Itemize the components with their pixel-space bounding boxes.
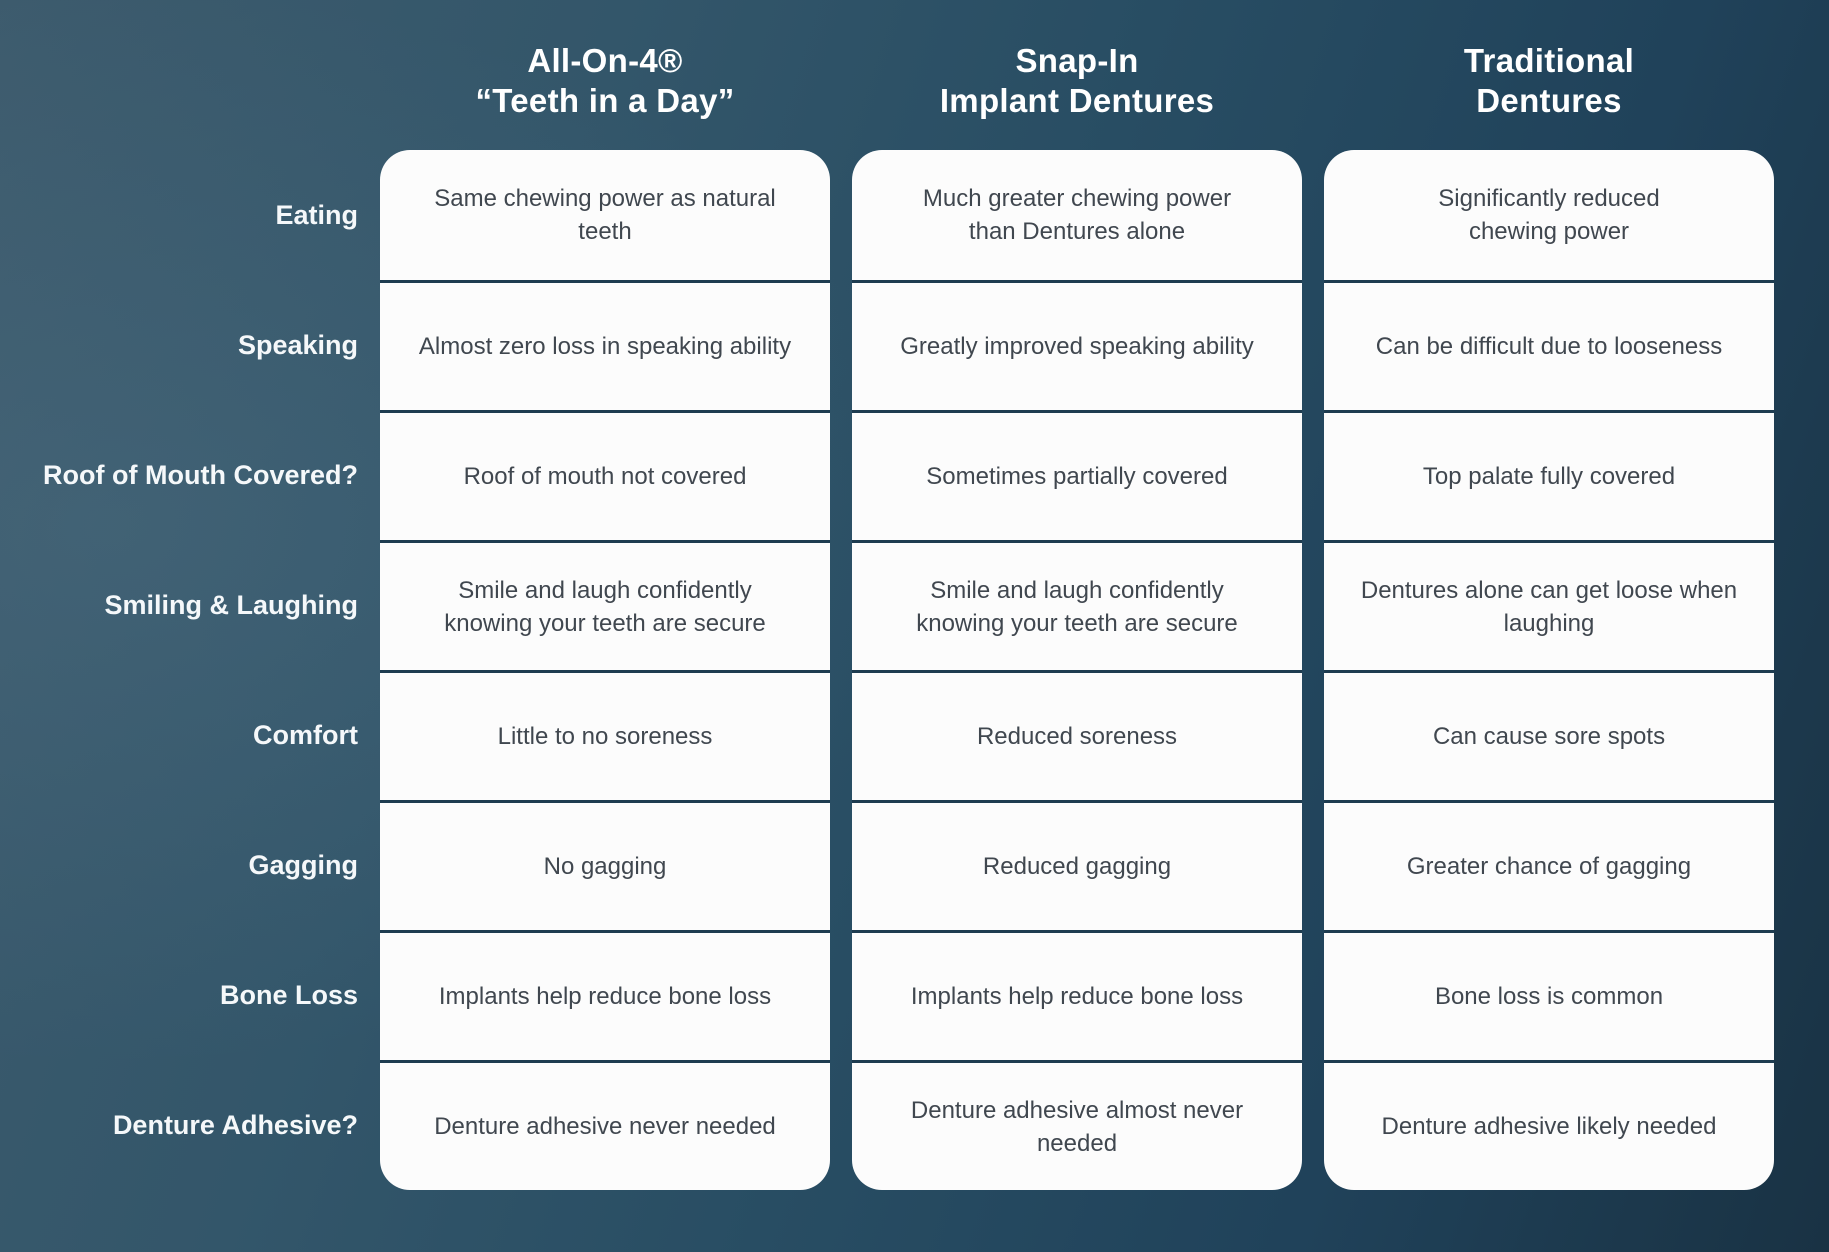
table-cell: Same chewing power as natural teeth [380, 150, 830, 280]
table-cell: Denture adhesive almost never needed [852, 1060, 1302, 1190]
table-cell: Smile and laugh confidently knowing your… [380, 540, 830, 670]
row-label-speaking: Speaking [237, 330, 358, 360]
cell-text: Same chewing power as natural teeth [434, 185, 776, 245]
table-cell: Greater chance of gagging [1324, 800, 1774, 930]
column-title-line1: Snap-In [1015, 42, 1139, 79]
table-cell: No gagging [380, 800, 830, 930]
table-cell: Can cause sore spots [1324, 670, 1774, 800]
column-title-line2: “Teeth in a Day” [475, 82, 735, 119]
table-cell: Can be difficult due to looseness [1324, 280, 1774, 410]
row-label-gagging: Gagging [248, 850, 359, 880]
cell-text: Reduced gagging [982, 853, 1172, 880]
cell-text: Dentures alone can get loose when laughi… [1360, 576, 1738, 637]
cell-text: Smile and laugh confidently knowing your… [916, 576, 1238, 637]
column-title-line2: Implant Dentures [939, 82, 1215, 119]
cell-text: Implants help reduce bone loss [910, 983, 1244, 1010]
cell-text: Much greater chewing power than Dentures… [922, 185, 1232, 245]
cell-text: Sometimes partially covered [926, 463, 1228, 490]
row-label-bone-loss: Bone Loss [219, 980, 358, 1010]
row-label-smiling-laughing: Smiling & Laughing [104, 590, 358, 620]
row-label-eating: Eating [275, 200, 358, 230]
table-cell: Sometimes partially covered [852, 410, 1302, 540]
table-cell: Top palate fully covered [1324, 410, 1774, 540]
cell-text: Top palate fully covered [1422, 463, 1676, 490]
cell-text: Bone loss is common [1434, 983, 1664, 1010]
cell-text: Smile and laugh confidently knowing your… [444, 576, 766, 637]
cell-text: Little to no soreness [497, 723, 713, 750]
row-label-denture-adhesive: Denture Adhesive? [112, 1110, 358, 1140]
table-cell: Implants help reduce bone loss [380, 930, 830, 1060]
cell-text: Can cause sore spots [1432, 723, 1666, 750]
cell-text: Implants help reduce bone loss [438, 983, 772, 1010]
column-title-line1: Traditional [1463, 42, 1635, 79]
cell-text: No gagging [543, 853, 667, 880]
cell-text: Can be difficult due to looseness [1375, 333, 1723, 360]
table-cell: Much greater chewing power than Dentures… [852, 150, 1302, 280]
cell-text: Denture adhesive likely needed [1381, 1113, 1717, 1140]
table-cell: Denture adhesive likely needed [1324, 1060, 1774, 1190]
table-cell: Greatly improved speaking ability [852, 280, 1302, 410]
column-header-all-on-4: All-On-4® “Teeth in a Day” [380, 0, 830, 150]
cell-text: Greater chance of gagging [1406, 853, 1692, 880]
table-cell: Roof of mouth not covered [380, 410, 830, 540]
column-title-line1: All-On-4® [527, 42, 683, 79]
header-spacer [0, 0, 358, 150]
cell-text: Roof of mouth not covered [463, 463, 747, 490]
cell-text: Almost zero loss in speaking ability [418, 333, 792, 360]
table-cell: Dentures alone can get loose when laughi… [1324, 540, 1774, 670]
table-cell: Little to no soreness [380, 670, 830, 800]
row-label-comfort: Comfort [253, 720, 358, 750]
row-label-roof-of-mouth: Roof of Mouth Covered? [43, 460, 358, 490]
cell-text: Greatly improved speaking ability [900, 333, 1254, 360]
table-cell: Significantly reduced chewing power [1324, 150, 1774, 280]
column-header-snap-in: Snap-In Implant Dentures [852, 0, 1302, 150]
table-cell: Smile and laugh confidently knowing your… [852, 540, 1302, 670]
table-cell: Bone loss is common [1324, 930, 1774, 1060]
column-header-traditional: Traditional Dentures [1324, 0, 1774, 150]
column-title-line2: Dentures [1476, 82, 1622, 119]
table-cell: Implants help reduce bone loss [852, 930, 1302, 1060]
cell-text: Reduced soreness [976, 723, 1178, 750]
cell-text: Denture adhesive never needed [434, 1113, 776, 1140]
table-cell: Almost zero loss in speaking ability [380, 280, 830, 410]
cell-text: Significantly reduced chewing power [1438, 185, 1660, 245]
table-cell: Reduced soreness [852, 670, 1302, 800]
cell-text: Denture adhesive almost never needed [910, 1096, 1244, 1157]
dentures-comparison-table: All-On-4® “Teeth in a Day” Snap-In Impla… [0, 0, 1774, 1190]
table-cell: Reduced gagging [852, 800, 1302, 930]
table-cell: Denture adhesive never needed [380, 1060, 830, 1190]
